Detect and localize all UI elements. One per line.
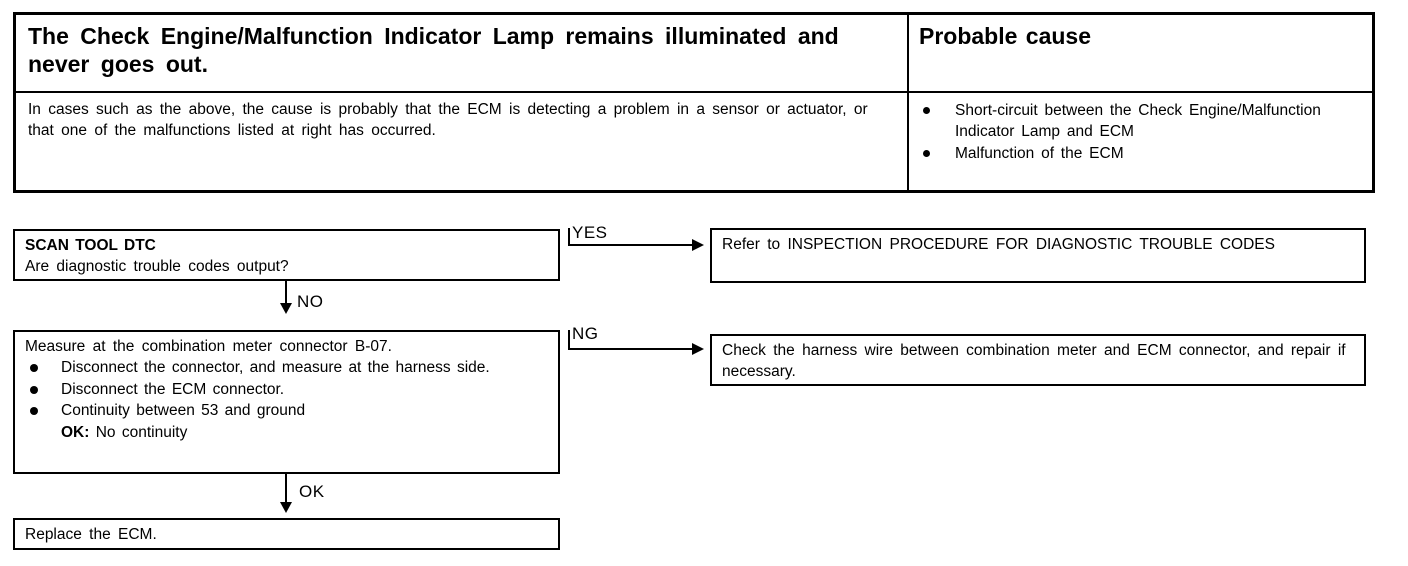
list-item: Disconnect the ECM connector.: [25, 379, 549, 400]
probable-cause-text: Malfunction of the ECM: [955, 145, 1124, 163]
symptom-description: In cases such as the above, the cause is…: [28, 101, 868, 139]
connector-no-vertical: [285, 281, 287, 305]
connector-ng-vertical: [568, 330, 570, 350]
flow-result-check-harness: Check the harness wire between combinati…: [710, 334, 1366, 386]
ok-label: OK:: [61, 423, 90, 441]
table-header-row: The Check Engine/Malfunction Indicator L…: [16, 15, 1372, 93]
connector-yes-horizontal: [568, 244, 696, 246]
arrow-down-icon: [280, 303, 292, 314]
scan-tool-dtc-title: SCAN TOOL DTC: [25, 237, 156, 254]
flow-step-scan-tool-dtc: SCAN TOOL DTC Are diagnostic trouble cod…: [13, 229, 560, 281]
flow-step-replace-ecm: Replace the ECM.: [13, 518, 560, 550]
flow-result-refer-procedure: Refer to INSPECTION PROCEDURE FOR DIAGNO…: [710, 228, 1366, 283]
ok-value: No continuity: [95, 423, 188, 441]
edge-label-yes: YES: [572, 223, 608, 242]
list-item: Short-circuit between the Check Engine/M…: [919, 100, 1362, 142]
bullet-icon: [30, 385, 38, 394]
arrow-right-icon: [692, 239, 704, 251]
replace-ecm-text: Replace the ECM.: [25, 526, 157, 543]
connector-ok-vertical: [285, 474, 287, 504]
edge-label-no: NO: [297, 292, 324, 311]
connector-yes-vertical: [568, 228, 570, 246]
scan-tool-dtc-question: Are diagnostic trouble codes output?: [25, 258, 289, 276]
symptom-table: The Check Engine/Malfunction Indicator L…: [13, 12, 1375, 193]
bullet-icon: [923, 150, 930, 158]
table-body-row: In cases such as the above, the cause is…: [16, 93, 1372, 190]
check-harness-text: Check the harness wire between combinati…: [722, 342, 1346, 381]
bullet-icon: [30, 364, 38, 373]
table-body-cell-causes: Short-circuit between the Check Engine/M…: [909, 93, 1372, 190]
flow-step-measure-connector: Measure at the combination meter connect…: [13, 330, 560, 474]
edge-label-ok: OK: [299, 482, 325, 501]
table-body-cell-description: In cases such as the above, the cause is…: [16, 93, 909, 190]
arrow-down-icon: [280, 502, 292, 513]
measure-step-text: Disconnect the ECM connector.: [61, 380, 285, 398]
table-header-cell-symptom: The Check Engine/Malfunction Indicator L…: [16, 15, 909, 91]
refer-procedure-text: Refer to INSPECTION PROCEDURE FOR DIAGNO…: [722, 236, 1275, 253]
measure-heading: Measure at the combination meter connect…: [25, 338, 392, 355]
bullet-icon: [923, 107, 930, 114]
measure-step-text: Disconnect the connector, and measure at…: [61, 359, 490, 377]
bullet-icon: [30, 407, 38, 416]
list-item: Malfunction of the ECM: [919, 143, 1362, 164]
probable-cause-text: Short-circuit between the Check Engine/M…: [955, 102, 1321, 141]
edge-label-ng: NG: [572, 324, 599, 343]
list-item: Disconnect the connector, and measure at…: [25, 357, 549, 378]
arrow-right-icon: [692, 343, 704, 355]
probable-cause-title: Probable cause: [919, 23, 1092, 49]
probable-cause-list: Short-circuit between the Check Engine/M…: [919, 100, 1362, 164]
measure-step-list: Disconnect the connector, and measure at…: [25, 357, 549, 421]
connector-ng-horizontal: [568, 348, 696, 350]
measure-ok-criteria: OK: No continuity: [25, 422, 549, 443]
list-item: Continuity between 53 and ground: [25, 400, 549, 421]
symptom-title: The Check Engine/Malfunction Indicator L…: [28, 23, 839, 78]
table-header-cell-probable-cause: Probable cause: [909, 15, 1372, 91]
measure-step-text: Continuity between 53 and ground: [61, 402, 306, 420]
